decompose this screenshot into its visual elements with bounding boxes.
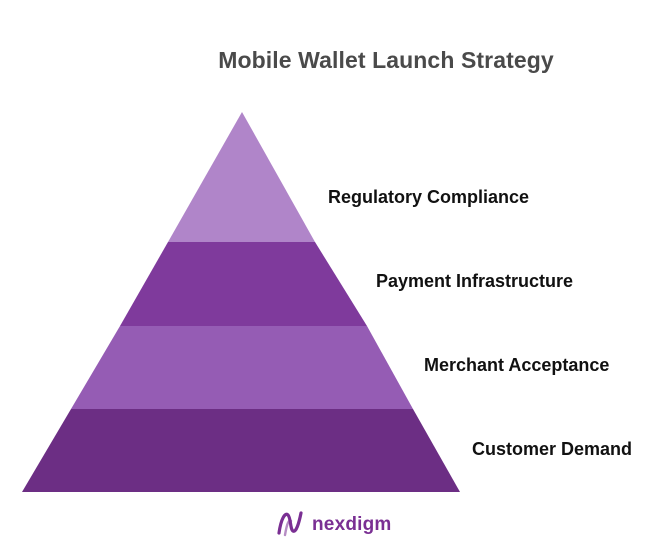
tier-label-customer-demand: Customer Demand [472, 439, 633, 459]
tier-payment-infrastructure [120, 242, 367, 326]
brand-logo: nexdigm [276, 510, 392, 540]
tier-label-regulatory-compliance: Regulatory Compliance [328, 187, 530, 207]
tier-merchant-acceptance [71, 326, 413, 409]
tier-regulatory-compliance [168, 112, 315, 242]
brand-name: nexdigm [312, 514, 392, 535]
tier-label-merchant-acceptance: Merchant Acceptance [424, 355, 610, 375]
tier-label-payment-infrastructure: Payment Infrastructure [376, 271, 574, 291]
nexdigm-logo-icon [276, 509, 306, 542]
tier-customer-demand [22, 409, 460, 492]
diagram-title: Mobile Wallet Launch Strategy [218, 47, 554, 73]
